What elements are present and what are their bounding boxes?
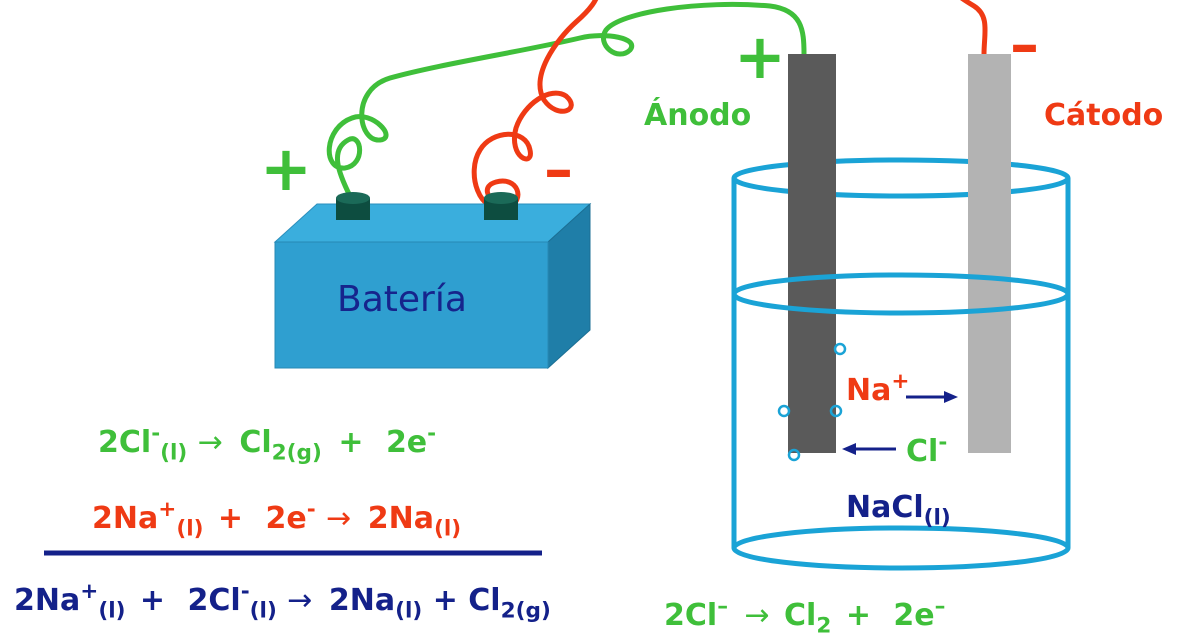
cathode-electrode	[968, 54, 1011, 453]
battery-front-face	[274, 241, 549, 369]
anode-label: Ánodo	[644, 98, 752, 133]
sodium-ion-label: Na+	[846, 371, 909, 408]
bottom-product-subscript: 2	[816, 613, 832, 639]
bottom-anode-reaction: 2Cl– → Cl2 + 2e–	[664, 596, 945, 637]
electrolyte-state: (l)	[923, 505, 951, 531]
overall-reaction: 2Na+(l) + 2Cl-(l) → 2Na(l) + Cl2(g)	[14, 581, 551, 622]
ion-bubbles	[777, 342, 847, 462]
liquid-surface	[731, 272, 1071, 316]
anode-reactant-state: (l)	[160, 440, 188, 466]
cl-arrow	[842, 443, 896, 455]
anode-electrons: 2e	[385, 425, 428, 460]
electrolyte-formula: NaCl	[846, 490, 924, 525]
bottom-reactant: 2Cl	[664, 598, 718, 633]
bottom-reactant-charge: –	[717, 594, 728, 620]
anode-reactant: 2Cl	[98, 425, 152, 460]
cathode-reactant: 2Na	[92, 501, 159, 536]
bottom-electrons: 2e	[893, 598, 935, 633]
na-arrow	[906, 391, 958, 403]
negative-terminal	[484, 192, 518, 220]
beaker-bottom	[731, 525, 1071, 571]
overall-product-chlorine: Cl	[468, 583, 501, 618]
bottom-electrons-charge: –	[934, 594, 946, 620]
anode-plus: +	[338, 425, 364, 460]
cathode-product-state: (l)	[434, 516, 462, 542]
positive-wire	[326, 1, 807, 199]
cathode-half-reaction: 2Na+(l) + 2e- → 2Na(l)	[92, 499, 461, 540]
cathode-wire	[959, 0, 988, 57]
cathode-label: Cátodo	[1044, 98, 1164, 133]
anode-sign: +	[734, 20, 786, 93]
overall-sodium-state: (l)	[98, 598, 126, 624]
overall-arrow: →	[287, 583, 313, 618]
beaker-rim	[731, 157, 1071, 199]
anode-electrode	[788, 54, 836, 453]
negative-wire	[471, 0, 599, 212]
overall-product-chlorine-state: 2(g)	[500, 598, 551, 624]
cathode-electrons: 2e	[265, 501, 307, 536]
battery-top-face	[273, 203, 592, 243]
overall-chloride: 2Cl	[187, 583, 241, 618]
overall-chloride-state: (l)	[249, 598, 277, 624]
cathode-arrow: →	[326, 501, 352, 536]
battery-minus-sign: –	[544, 135, 573, 203]
cathode-sign: –	[1010, 10, 1039, 78]
bottom-plus: +	[845, 598, 871, 633]
battery-label: Batería	[337, 279, 467, 320]
cathode-product: 2Na	[367, 501, 434, 536]
chloride-ion-label: Cl-	[906, 432, 947, 469]
sodium-ion-charge: +	[891, 369, 910, 395]
anode-reactant-charge: -	[151, 421, 161, 447]
bottom-product: Cl	[784, 598, 817, 633]
anode-product: Cl	[239, 425, 272, 460]
cathode-reactant-charge: +	[158, 497, 177, 523]
cathode-electrons-charge: -	[306, 497, 316, 523]
overall-chloride-charge: -	[240, 579, 250, 605]
cathode-reactant-state: (l)	[176, 516, 204, 542]
anode-arrow: →	[197, 425, 223, 460]
anode-product-state: 2(g)	[271, 440, 322, 466]
overall-sodium: 2Na	[14, 583, 81, 618]
chloride-ion-symbol: Cl	[906, 434, 939, 469]
overall-plus-1: +	[139, 583, 166, 618]
chloride-ion-charge: -	[938, 430, 948, 456]
battery-plus-sign: +	[260, 132, 312, 205]
overall-sodium-charge: +	[80, 579, 99, 605]
anode-electrons-charge: -	[427, 421, 437, 447]
electrolyte-label: NaCl(l)	[846, 490, 951, 529]
battery	[273, 192, 592, 370]
overall-plus-2: +	[432, 583, 458, 618]
positive-terminal	[336, 192, 370, 220]
bottom-arrow: →	[744, 598, 770, 633]
beaker	[731, 157, 1071, 571]
overall-product-sodium: 2Na	[328, 583, 396, 618]
sodium-ion-symbol: Na	[846, 373, 892, 408]
cathode-plus: +	[217, 501, 244, 536]
anode-half-reaction: 2Cl-(l) → Cl2(g) + 2e-	[98, 423, 436, 464]
overall-product-sodium-state: (l)	[395, 598, 423, 624]
